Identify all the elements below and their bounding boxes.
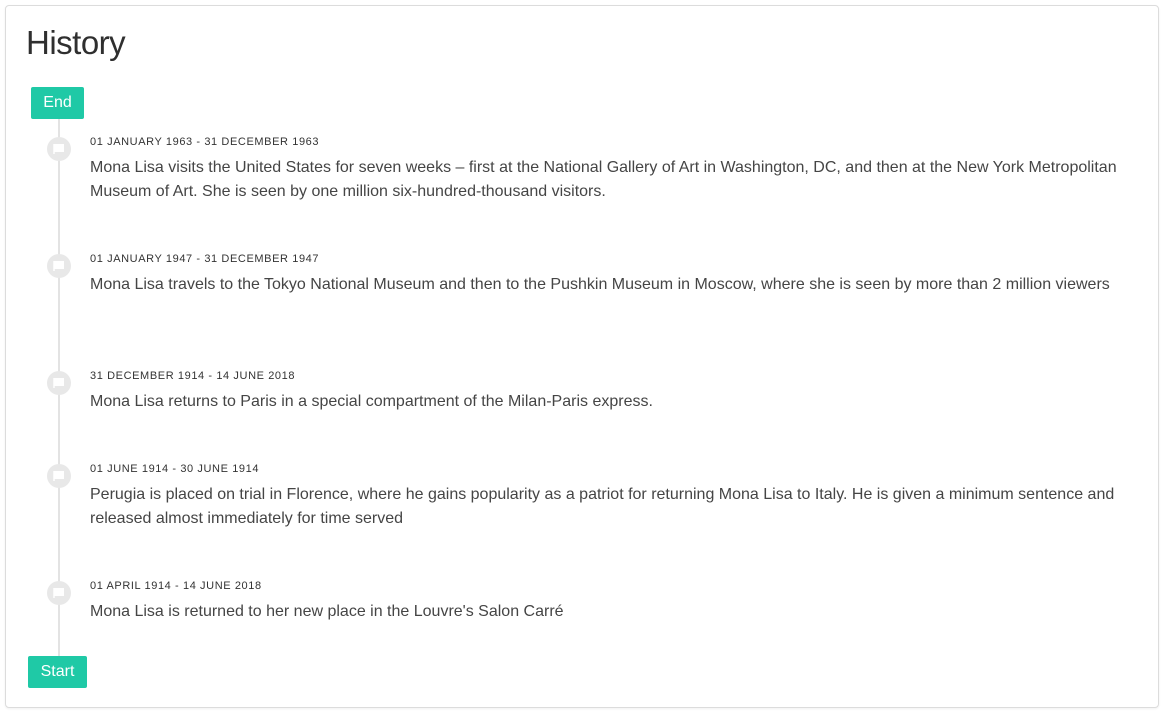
event-date: 01 APRIL 1914 - 14 JUNE 2018	[90, 580, 262, 592]
event-description: Perugia is placed on trial in Florence, …	[90, 486, 1115, 527]
flag-icon	[53, 378, 64, 388]
page-title: History	[26, 24, 126, 61]
event-date: 31 DECEMBER 1914 - 14 JUNE 2018	[90, 370, 296, 382]
event-marker	[47, 137, 71, 161]
flag-icon	[53, 471, 64, 481]
event-date: 01 JUNE 1914 - 30 JUNE 1914	[90, 463, 260, 475]
flag-icon	[53, 261, 64, 271]
event-description: Mona Lisa is returned to her new place i…	[90, 603, 564, 620]
event-marker	[47, 581, 71, 605]
timeline-start-badge: Start	[28, 656, 87, 688]
event-date: 01 JANUARY 1963 - 31 DECEMBER 1963	[90, 136, 320, 148]
event-marker	[47, 254, 71, 278]
flag-icon	[53, 144, 64, 154]
event-marker	[47, 371, 71, 395]
event-description: Mona Lisa travels to the Tokyo National …	[90, 276, 1110, 293]
event-date: 01 JANUARY 1947 - 31 DECEMBER 1947	[90, 253, 320, 265]
event-description: Mona Lisa returns to Paris in a special …	[90, 393, 653, 410]
history-card: History End 01 JANUARY 1963 - 31 DECEMBE…	[5, 5, 1159, 708]
flag-icon	[53, 588, 64, 598]
timeline-end-badge: End	[31, 87, 84, 119]
event-description: Mona Lisa visits the United States for s…	[90, 159, 1117, 200]
event-marker	[47, 464, 71, 488]
